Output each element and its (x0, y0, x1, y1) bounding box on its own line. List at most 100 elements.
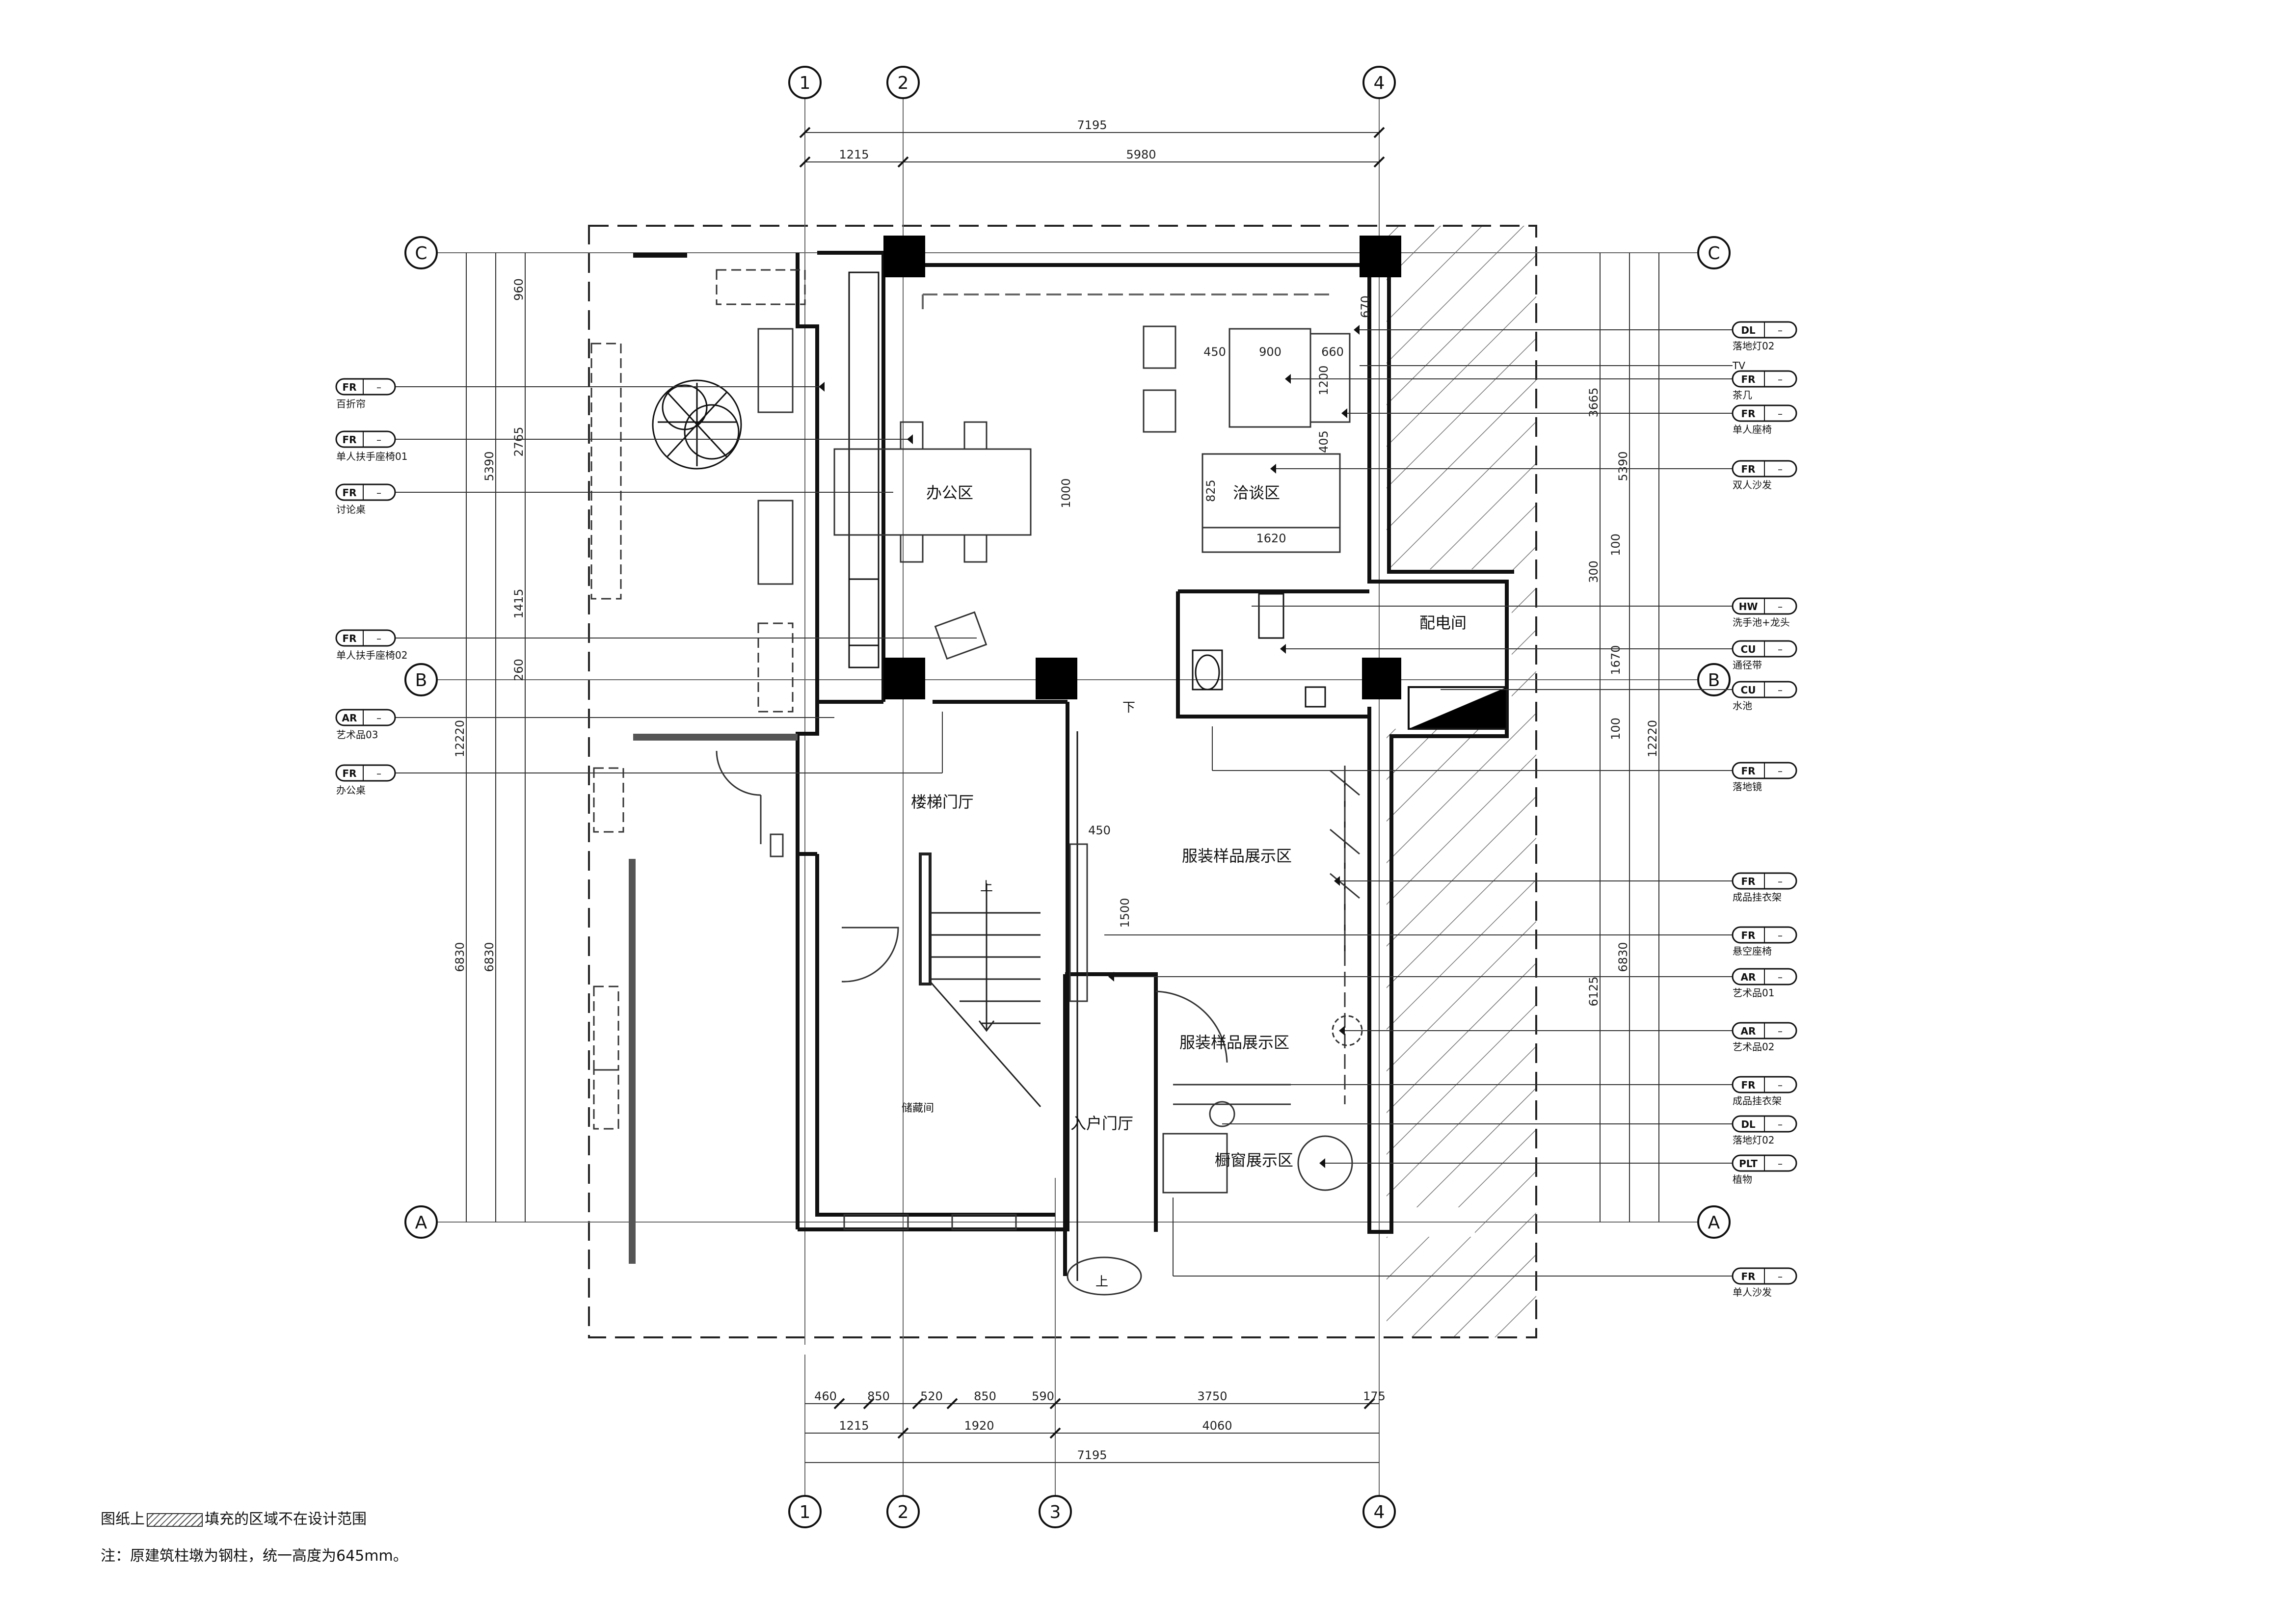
axis-label-bottom: 2 (898, 1502, 909, 1522)
axis-label-left: A (415, 1213, 427, 1233)
tag-label: 水池 (1733, 700, 1752, 712)
dim-right-inner: 300 (1587, 560, 1601, 583)
tag-code: FR (1741, 930, 1755, 941)
dim-right-inner: 100 (1609, 718, 1623, 740)
tag-label: 落地镜 (1733, 781, 1762, 793)
tag-num: – (1778, 1118, 1783, 1130)
dim-bottom-detail: 850 (867, 1389, 890, 1403)
tag-code: PLT (1739, 1158, 1758, 1170)
dim-right-mid: 6830 (1616, 942, 1630, 972)
dim-top-part: 5980 (1126, 148, 1156, 161)
tag-num: – (1778, 1025, 1783, 1037)
tag-num: – (376, 712, 381, 724)
dim-left-total: 12220 (453, 720, 467, 757)
leader-arrowheads (819, 325, 1360, 1168)
tag-label: 成品挂衣架 (1733, 1095, 1782, 1107)
axis-label-right: C (1708, 243, 1720, 264)
dim-bottom-detail: 3750 (1197, 1389, 1227, 1403)
dim-right-inner: 100 (1609, 533, 1623, 556)
tag-label: 植物 (1733, 1173, 1752, 1185)
tag-num: – (1778, 930, 1783, 941)
tag-label: 落地灯02 (1733, 1134, 1774, 1146)
axis-label-top: 2 (898, 73, 909, 93)
columns (883, 236, 1401, 699)
tag-num: – (1778, 373, 1783, 385)
hatch-legend-note: 图纸上填充的区域不在设计范围 (101, 1507, 367, 1528)
dim-left-mid: 6830 (482, 942, 496, 972)
tag-label: 艺术品01 (1733, 987, 1774, 999)
furniture-negotiation (1143, 325, 1351, 553)
dim-bottom-detail: 520 (920, 1389, 943, 1403)
tag-num: – (1778, 876, 1783, 887)
tag-label: 单人座椅 (1733, 424, 1772, 435)
dim-interior: 450 (1203, 345, 1226, 359)
column-note: 注：原建筑柱墩为钢柱，统一高度为645mm。 (101, 1547, 408, 1565)
dim-bottom-total: 7195 (1077, 1448, 1107, 1462)
dim-top-part: 1215 (839, 148, 869, 161)
tag-code: HW (1739, 601, 1758, 612)
axis-label-right: A (1708, 1213, 1720, 1233)
tag-num: – (376, 487, 381, 499)
dim-bottom-detail: 460 (814, 1389, 837, 1403)
room-electrical: 配电间 (1419, 613, 1467, 632)
tag-label: 单人沙发 (1733, 1286, 1772, 1298)
dim-bottom-detail: 590 (1032, 1389, 1054, 1403)
dim-left-mid: 5390 (482, 451, 496, 481)
tag-code: AR (1741, 971, 1756, 983)
tag-code: FR (1741, 1079, 1755, 1091)
room-storage: 储藏间 (902, 1102, 934, 1115)
tag-num: – (1778, 601, 1783, 612)
dim-interior: 670 (1359, 295, 1372, 318)
dim-bottom-detail: 850 (974, 1389, 996, 1403)
room-window-display: 橱窗展示区 (1215, 1151, 1293, 1170)
tag-num: – (1778, 1079, 1783, 1091)
dim-right-inner: 1670 (1609, 645, 1623, 675)
tag-label: 双人沙发 (1733, 479, 1772, 491)
dim-left-inner: 260 (512, 659, 526, 681)
tag-num: – (376, 633, 381, 644)
tag-code: FR (1741, 876, 1755, 887)
dim-interior: 1620 (1256, 532, 1286, 545)
left-tags (335, 378, 396, 782)
tag-code: FR (342, 381, 356, 393)
stair-up-label: 上 (980, 879, 993, 894)
tag-num: – (1778, 684, 1783, 696)
tag-num: – (1778, 643, 1783, 655)
tag-label: 单人扶手座椅01 (336, 451, 407, 462)
room-office: 办公区 (926, 483, 973, 502)
axis-label-left: B (415, 670, 427, 691)
plant-symbol (652, 379, 742, 470)
dim-interior: 900 (1259, 345, 1281, 359)
room-stair-hall: 楼梯门厅 (911, 793, 974, 811)
dim-top-total: 7195 (1077, 118, 1107, 132)
tag-code: FR (1741, 408, 1755, 420)
dimension-lines (466, 132, 1659, 1463)
tag-label: 艺术品03 (336, 729, 378, 741)
out-of-scope-hatch (1387, 226, 1536, 1337)
axis-label-top: 1 (800, 73, 811, 93)
room-negotiation: 洽谈区 (1233, 483, 1280, 502)
grid-bubbles (404, 66, 1731, 1528)
tag-label: 落地灯02 (1733, 340, 1774, 352)
tag-label: 成品挂衣架 (1733, 891, 1782, 903)
axis-label-top: 4 (1374, 73, 1385, 93)
tag-num: – (1778, 1271, 1783, 1282)
tag-num: – (1778, 324, 1783, 336)
tag-label: 讨论桌 (336, 504, 366, 515)
tag-code: CU (1741, 684, 1756, 696)
hatch-sample-swatch (147, 1513, 203, 1527)
dim-interior: 825 (1204, 479, 1218, 502)
tag-num: – (1778, 765, 1783, 777)
dim-left-lower: 6830 (453, 942, 467, 972)
tag-num: – (376, 768, 381, 779)
right-leaders (1104, 329, 1733, 1277)
dim-interior: 450 (1088, 824, 1111, 837)
dim-right-inner: 6125 (1587, 976, 1601, 1006)
tag-label: 办公桌 (336, 784, 366, 796)
dim-interior: 1500 (1118, 898, 1132, 928)
axis-label-bottom: 4 (1374, 1502, 1385, 1522)
hatch-legend-prefix: 图纸上 (101, 1511, 145, 1528)
tag-label: TV (1732, 360, 1745, 372)
room-entry-hall: 入户门厅 (1070, 1114, 1133, 1133)
left-leaders (393, 386, 977, 773)
